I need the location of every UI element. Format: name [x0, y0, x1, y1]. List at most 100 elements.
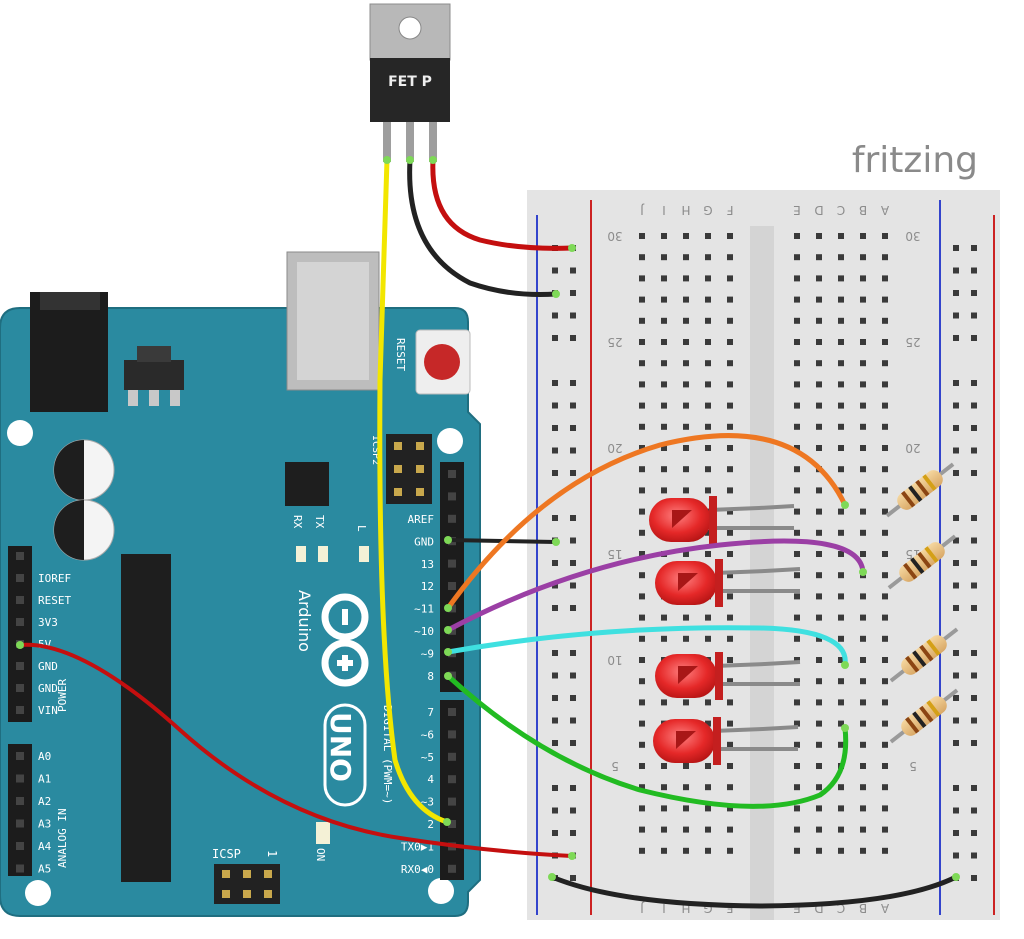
rail-hole[interactable] [552, 425, 558, 431]
breadboard-hole[interactable] [882, 847, 888, 854]
rail-hole[interactable] [971, 380, 977, 386]
breadboard-hole[interactable] [639, 360, 645, 367]
breadboard-hole[interactable] [794, 805, 800, 812]
breadboard-hole[interactable] [816, 317, 822, 324]
breadboard-hole[interactable] [683, 763, 689, 769]
breadboard-hole[interactable] [860, 720, 866, 727]
rail-hole[interactable] [953, 267, 959, 274]
breadboard-hole[interactable] [882, 508, 888, 515]
rail-hole[interactable] [552, 515, 558, 521]
breadboard-hole[interactable] [794, 339, 800, 345]
breadboard-hole[interactable] [794, 466, 800, 473]
led[interactable] [655, 559, 801, 607]
header-pin[interactable] [16, 706, 24, 714]
breadboard-hole[interactable] [661, 423, 667, 430]
breadboard-hole[interactable] [838, 699, 844, 706]
breadboard-hole[interactable] [639, 254, 645, 261]
breadboard-hole[interactable] [661, 826, 667, 833]
breadboard-hole[interactable] [794, 423, 800, 430]
breadboard-hole[interactable] [794, 763, 800, 769]
rail-hole[interactable] [953, 560, 959, 566]
breadboard-hole[interactable] [639, 339, 645, 345]
breadboard-hole[interactable] [838, 847, 844, 854]
rail-hole[interactable] [971, 695, 977, 701]
breadboard-hole[interactable] [838, 614, 844, 621]
breadboard-hole[interactable] [816, 805, 822, 812]
icsp-pin[interactable] [243, 890, 251, 898]
breadboard-hole[interactable] [882, 445, 888, 451]
rail-hole[interactable] [953, 807, 959, 814]
breadboard-hole[interactable] [683, 254, 689, 261]
breadboard-hole[interactable] [860, 805, 866, 812]
breadboard-hole[interactable] [639, 657, 645, 663]
rail-hole[interactable] [971, 672, 977, 679]
rail-hole[interactable] [552, 470, 558, 476]
breadboard-hole[interactable] [639, 593, 645, 600]
rail-hole[interactable] [971, 245, 977, 251]
breadboard-hole[interactable] [816, 699, 822, 706]
rail-hole[interactable] [570, 267, 576, 274]
breadboard-hole[interactable] [661, 402, 667, 409]
breadboard-hole[interactable] [639, 635, 645, 642]
breadboard-hole[interactable] [816, 423, 822, 430]
header-pin[interactable] [16, 819, 24, 828]
breadboard-hole[interactable] [639, 826, 645, 833]
breadboard-hole[interactable] [838, 445, 844, 451]
breadboard-hole[interactable] [683, 614, 689, 621]
breadboard-hole[interactable] [882, 784, 888, 791]
breadboard-hole[interactable] [705, 847, 711, 854]
breadboard-hole[interactable] [860, 402, 866, 409]
breadboard-hole[interactable] [705, 296, 711, 303]
breadboard-hole[interactable] [794, 657, 800, 663]
breadboard-hole[interactable] [727, 826, 733, 833]
red-3v3-wire[interactable] [18, 642, 574, 858]
breadboard-hole[interactable] [705, 423, 711, 430]
rail-hole[interactable] [971, 785, 977, 791]
breadboard-hole[interactable] [794, 720, 800, 727]
breadboard-hole[interactable] [727, 763, 733, 769]
breadboard-hole[interactable] [794, 826, 800, 833]
orange-pin11-wire[interactable] [445, 433, 848, 611]
rail-hole[interactable] [552, 335, 558, 341]
breadboard-hole[interactable] [661, 254, 667, 261]
icsp-pin[interactable] [222, 870, 230, 878]
breadboard-hole[interactable] [816, 529, 822, 536]
breadboard-hole[interactable] [838, 529, 844, 536]
breadboard-hole[interactable] [860, 529, 866, 536]
icsp2-pin[interactable] [394, 465, 402, 473]
breadboard-hole[interactable] [661, 317, 667, 324]
breadboard-hole[interactable] [705, 360, 711, 367]
breadboard-hole[interactable] [816, 720, 822, 727]
breadboard-hole[interactable] [683, 466, 689, 473]
breadboard-hole[interactable] [882, 381, 888, 388]
breadboard-hole[interactable] [860, 275, 866, 282]
breadboard-hole[interactable] [838, 487, 844, 494]
breadboard-hole[interactable] [816, 487, 822, 494]
header-pin[interactable] [16, 596, 24, 604]
breadboard-hole[interactable] [816, 508, 822, 515]
rail-hole[interactable] [971, 267, 977, 274]
breadboard-hole[interactable] [727, 678, 733, 685]
header-pin[interactable] [448, 626, 456, 635]
icsp-pin[interactable] [243, 870, 251, 878]
breadboard-hole[interactable] [639, 275, 645, 282]
breadboard-hole[interactable] [838, 296, 844, 303]
rail-hole[interactable] [552, 447, 558, 454]
breadboard-hole[interactable] [794, 487, 800, 494]
breadboard-hole[interactable] [816, 296, 822, 303]
breadboard-hole[interactable] [882, 699, 888, 706]
breadboard-hole[interactable] [727, 847, 733, 854]
breadboard-hole[interactable] [727, 529, 733, 536]
breadboard-hole[interactable] [639, 678, 645, 685]
rail-hole[interactable] [971, 560, 977, 566]
breadboard-hole[interactable] [661, 635, 667, 642]
breadboard-hole[interactable] [838, 317, 844, 324]
breadboard-hole[interactable] [794, 254, 800, 261]
breadboard-hole[interactable] [882, 360, 888, 367]
breadboard-hole[interactable] [683, 296, 689, 303]
breadboard-hole[interactable] [816, 614, 822, 621]
rail-hole[interactable] [971, 875, 977, 881]
breadboard-hole[interactable] [639, 763, 645, 769]
breadboard-hole[interactable] [705, 699, 711, 706]
breadboard-hole[interactable] [794, 614, 800, 621]
